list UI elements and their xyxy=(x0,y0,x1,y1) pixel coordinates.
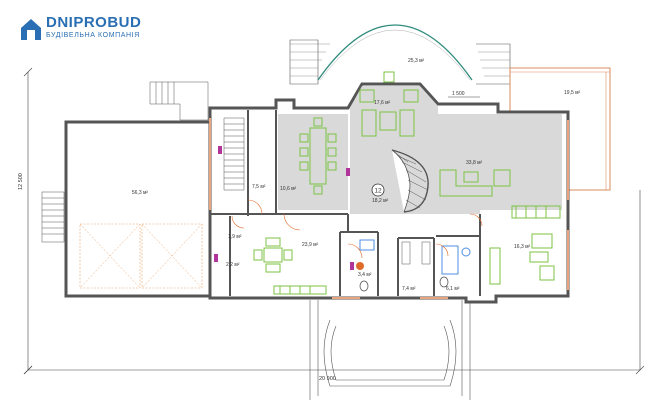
brand-tagline: БУДІВЕЛЬНА КОМПАНІЯ xyxy=(46,32,140,39)
bath-fixtures-right xyxy=(439,245,471,288)
room-dining-bay-area: 17,6 м² xyxy=(374,100,391,106)
room-corridor-area: 7,4 м² xyxy=(402,286,416,292)
internal-stair-left xyxy=(223,117,245,191)
living-sofa xyxy=(439,169,511,197)
interior-walls xyxy=(210,110,481,296)
spiral-stair xyxy=(391,149,429,213)
dimension-width: 20 900 xyxy=(319,376,336,382)
kitchen-furniture xyxy=(253,237,327,295)
room-boiler-area: 2,2 м² xyxy=(226,262,240,268)
hall-number: 12 xyxy=(374,188,382,195)
dimension-lines xyxy=(23,67,645,375)
room-bath-right-area: 6,1 м² xyxy=(446,286,460,292)
rear-terrace-area: 25,3 м² xyxy=(408,58,425,64)
bay-seating xyxy=(359,71,419,137)
room-office-area: 16,3 м² xyxy=(514,244,531,250)
room-bath-left-area: 3,4 м² xyxy=(358,272,372,278)
dining-table xyxy=(299,117,337,195)
room-kitchen-area: 23,9 м² xyxy=(302,242,319,248)
brand-name: DNIPROBUD xyxy=(46,14,142,31)
room-hall-area: 18,2 м² xyxy=(372,198,389,204)
brand-logo: DNIPROBUD БУДІВЕЛЬНА КОМПАНІЯ xyxy=(10,8,150,42)
side-terrace-area: 19,5 м² xyxy=(564,90,581,96)
room-labels: 7,5 м² 10,6 м² 1,9 м² 2,2 м² 23,9 м² 3,4… xyxy=(226,100,531,292)
front-porch xyxy=(309,300,471,400)
office-furniture xyxy=(489,205,561,285)
house-logo-icon xyxy=(21,19,41,40)
left-steps xyxy=(41,81,209,243)
magenta-accents xyxy=(214,146,354,270)
wardrobes xyxy=(401,241,431,265)
room-living-area: 33,8 м² xyxy=(466,160,483,166)
room-stair-hall-area: 7,5 м² xyxy=(252,184,266,190)
rear-terrace xyxy=(289,24,511,85)
room-storage-area: 10,6 м² xyxy=(280,186,297,192)
wall-accents xyxy=(209,118,569,299)
dimension-height: 12 500 xyxy=(18,173,24,190)
bath-fixtures-left xyxy=(356,239,375,292)
garage-area: 56,3 м² xyxy=(132,190,149,196)
room-small-store-area: 1,9 м² xyxy=(228,234,242,240)
door-swings xyxy=(231,199,483,259)
hall-number-marker: 12 xyxy=(371,183,385,197)
dimension-balcony: 1 500 xyxy=(452,91,465,97)
garage xyxy=(64,120,212,298)
grey-floors xyxy=(278,86,562,214)
